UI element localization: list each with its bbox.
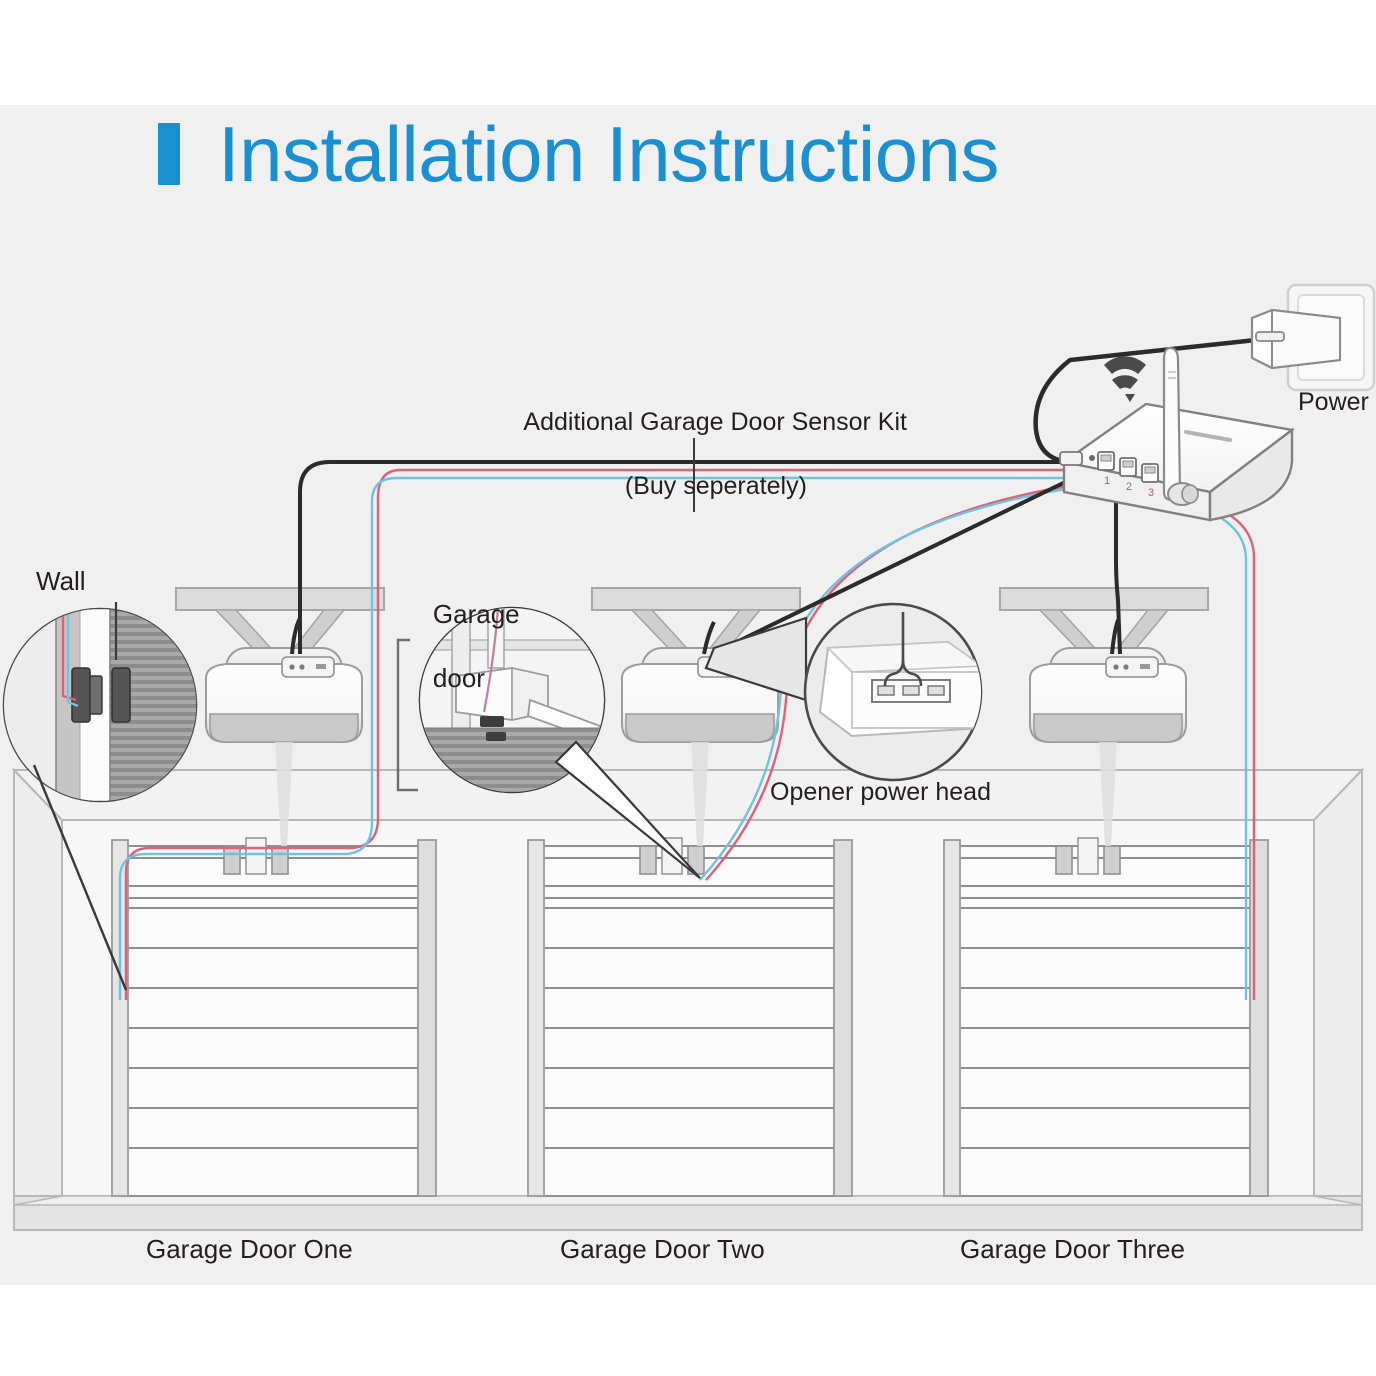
antenna-icon [1162,346,1199,506]
garage-door-label: Garage door [404,566,520,726]
opener-power-head-label: Opener power head [770,778,991,806]
garage-door-two [527,837,853,1197]
opener-control-wires [290,460,1122,656]
power-jack-icon [1059,451,1095,466]
hub-port-2-number: 2 [1126,481,1132,493]
sensor-kit-label-line1: Additional Garage Door Sensor Kit [523,408,907,436]
wall-sensor-detail-callout [2,602,198,991]
hub-port-1-number: 1 [1104,475,1110,487]
hub-port-3[interactable]: 3 [1141,463,1159,499]
hub-port-3-number: 3 [1148,487,1154,499]
garage-door-label-line2: door [432,663,485,693]
garage-door-three [943,837,1269,1197]
garage-door-three-label: Garage Door Three [960,1234,1185,1264]
opener-power-head-detail-callout [704,602,983,782]
garage-opener-unit-three [999,587,1209,846]
garage-door-one-label: Garage Door One [146,1234,353,1264]
garage-opener-unit-two [591,587,801,846]
garage-door-two-label: Garage Door Two [560,1234,765,1264]
title-accent-bar-icon [158,123,180,185]
hub-port-2[interactable]: 2 [1119,457,1137,493]
page-header: Installation Instructions [0,108,1376,200]
sensor-kit-label: Additional Garage Door Sensor Kit (Buy s… [482,374,922,534]
hub-port-1[interactable]: 1 [1097,451,1115,487]
garage-door-label-line1: Garage [432,599,520,629]
wifi-hub-router[interactable]: 1 2 3 [1033,337,1295,522]
wall-label: Wall [36,566,86,596]
power-label: Power [1298,388,1369,416]
sensor-wiring [118,468,1256,1000]
garage-opener-unit-one [175,587,385,846]
power-adapter-and-outlet [1250,283,1376,392]
garage-door-one [111,837,437,1197]
sensor-kit-label-line2: (Buy seperately) [624,472,807,500]
page-title: Installation Instructions [218,110,999,198]
wifi-icon [1104,356,1146,402]
